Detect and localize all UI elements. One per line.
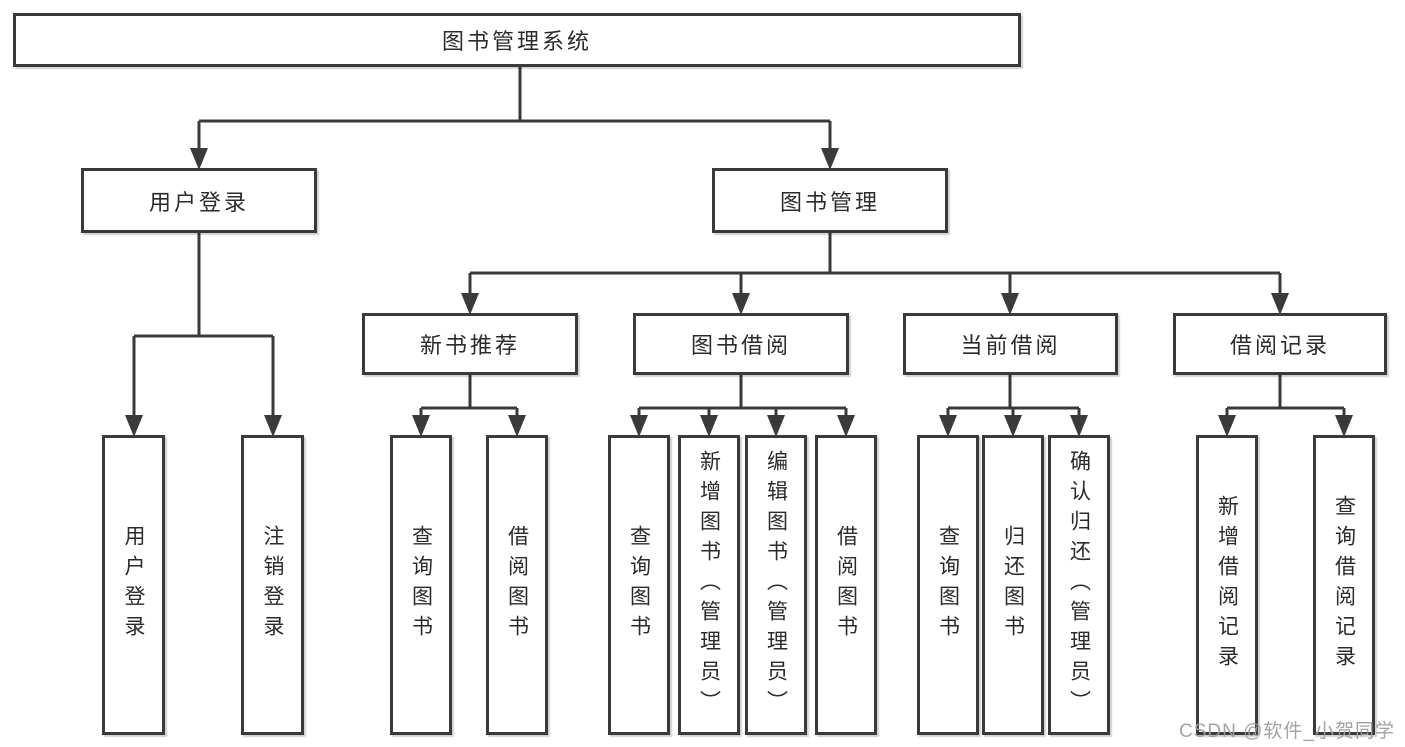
leaf-user-login: 用户登录: [102, 435, 165, 735]
leaf-query-borrow-record: 查询借阅记录: [1313, 435, 1375, 735]
leaf-query-books-recommend: 查询图书: [390, 435, 452, 735]
node-book-borrow: 图书借阅: [633, 313, 849, 375]
tree-edges: [132, 67, 1346, 419]
leaf-add-books-admin: 新增图书（管理员）: [678, 435, 740, 735]
node-borrow-records: 借阅记录: [1173, 313, 1387, 375]
csdn-watermark: CSDN @软件_小贺同学: [1179, 721, 1395, 742]
leaf-confirm-return-admin: 确认归还（管理员）: [1048, 435, 1110, 735]
node-user-login: 用户登录: [81, 168, 317, 233]
leaf-return-books: 归还图书: [982, 435, 1044, 735]
node-root: 图书管理系统: [13, 13, 1021, 67]
leaf-edit-books-admin: 编辑图书（管理员）: [745, 435, 807, 735]
leaf-query-books-current: 查询图书: [917, 435, 979, 735]
leaf-query-books-borrow: 查询图书: [608, 435, 670, 735]
node-book-management: 图书管理: [712, 168, 948, 233]
leaf-borrow-books: 借阅图书: [815, 435, 877, 735]
arrowheads: [125, 148, 1353, 437]
leaf-logout: 注销登录: [241, 435, 304, 735]
node-new-book-recommend: 新书推荐: [362, 313, 578, 375]
leaf-borrow-books-recommend: 借阅图书: [486, 435, 548, 735]
leaf-add-borrow-record: 新增借阅记录: [1196, 435, 1258, 735]
node-current-borrow: 当前借阅: [903, 313, 1118, 375]
